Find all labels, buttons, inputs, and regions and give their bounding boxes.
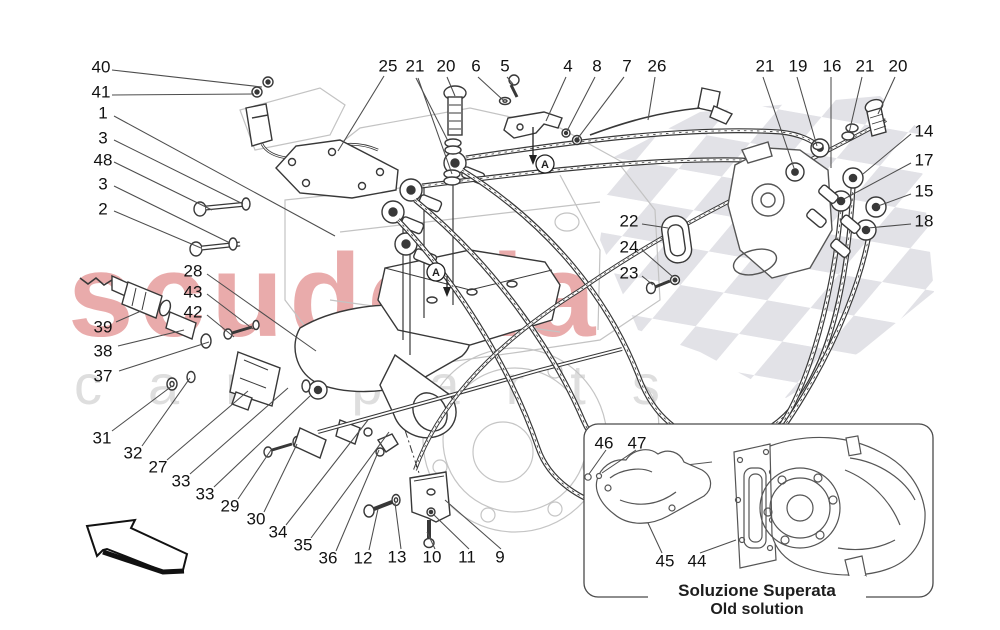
callout-45: 45 [655,551,675,571]
callout-1: 1 [98,103,108,123]
inset-caption-italian: Soluzione Superata [678,581,836,600]
callout-16: 16 [822,56,842,76]
callout-7: 7 [622,56,632,76]
callout-39: 39 [93,317,113,337]
callout-40: 40 [91,57,111,77]
callout-8: 8 [592,56,602,76]
callout-23: 23 [619,263,639,283]
callout-33-a: 33 [171,471,191,491]
callout-14: 14 [914,121,934,141]
callout-20-b: 20 [888,56,908,76]
callout-21-c: 21 [855,56,875,76]
callout-3-b: 3 [98,174,108,194]
callout-9: 9 [495,547,505,567]
callout-33-b: 33 [195,484,215,504]
callout-15: 15 [914,181,934,201]
callout-43: 43 [183,282,203,302]
detail-marker-a2: A [432,267,440,279]
callout-36: 36 [318,548,338,568]
callout-13: 13 [387,547,407,567]
callout-24: 24 [619,237,639,257]
direction-arrow [85,518,189,575]
callout-21-b: 21 [755,56,775,76]
detail-marker-group [426,127,555,297]
callout-4: 4 [563,56,573,76]
callout-30: 30 [246,509,266,529]
callout-32: 32 [123,443,143,463]
callout-46: 46 [594,433,614,453]
callout-31: 31 [92,428,112,448]
callout-35: 35 [293,535,313,555]
callout-2: 2 [98,199,108,219]
callout-41: 41 [91,82,111,102]
callout-26: 26 [647,56,667,76]
callout-29: 29 [220,496,240,516]
callout-47: 47 [627,433,647,453]
inset-box [583,423,934,616]
detail-marker-a1: A [541,159,549,171]
callout-19: 19 [788,56,808,76]
callout-48: 48 [93,150,113,170]
callout-22: 22 [619,211,639,231]
callout-20-a: 20 [436,56,456,76]
inset-caption-english: Old solution [710,601,803,618]
callout-44: 44 [687,551,707,571]
callout-10: 10 [422,547,442,567]
callout-25: 25 [378,56,398,76]
callout-18: 18 [914,211,934,231]
callout-28: 28 [183,261,203,281]
callout-38: 38 [93,341,113,361]
callout-3-a: 3 [98,128,108,148]
foreground-parts [79,74,887,549]
callout-5: 5 [500,56,510,76]
callout-21-a: 21 [405,56,425,76]
callout-6: 6 [471,56,481,76]
callout-34: 34 [268,522,288,542]
callout-37: 37 [93,366,113,386]
callout-12: 12 [353,548,373,568]
callout-27: 27 [148,457,168,477]
callout-17: 17 [914,150,934,170]
callout-11: 11 [458,547,476,567]
leader-lines [111,69,912,554]
callout-42: 42 [183,302,203,322]
